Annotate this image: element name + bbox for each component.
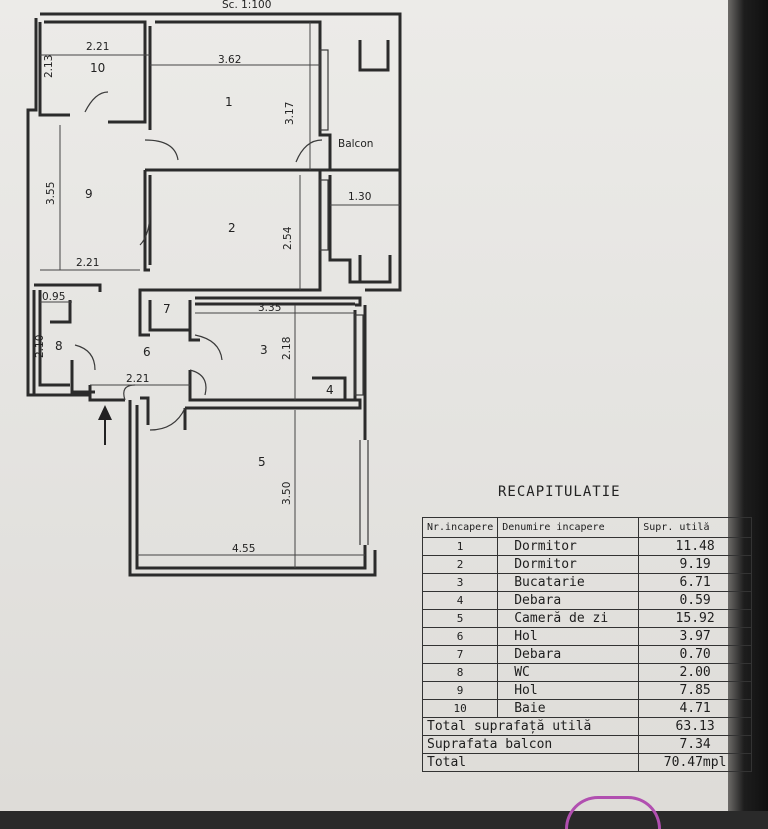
room-area: 4.71 — [638, 699, 752, 718]
room-name: WC — [497, 663, 640, 682]
room-number: 1 — [225, 95, 233, 109]
table-header-row: Nr.incapere Denumire incapere Supr. util… — [421, 517, 752, 538]
scale-label: Sc. 1:100 — [222, 0, 271, 11]
dim-label: 4.55 — [232, 543, 255, 555]
dim-label: 3.35 — [258, 302, 281, 314]
room-name: Debara — [497, 591, 640, 610]
room-nr: 8 — [421, 663, 499, 682]
room-nr: 1 — [421, 537, 499, 556]
dim-label: 2.13 — [43, 55, 55, 78]
dim-label: 1.30 — [348, 191, 371, 203]
total-value: 7.34 — [638, 735, 752, 754]
room-nr: 5 — [421, 609, 499, 628]
room-name: Hol — [497, 627, 640, 646]
room-name: Bucatarie — [497, 573, 640, 592]
total-label: Total — [421, 753, 640, 772]
room-area: 7.85 — [638, 681, 752, 700]
dimension-lines — [40, 22, 400, 568]
room-area: 0.59 — [638, 591, 752, 610]
dim-label: 2.10 — [34, 335, 46, 358]
room-number: 4 — [326, 383, 334, 397]
room-nr: 2 — [421, 555, 499, 574]
entrance-arrow-icon — [98, 405, 112, 445]
dim-label: 2.54 — [282, 226, 294, 250]
room-area: 0.70 — [638, 645, 752, 664]
room-area: 11.48 — [638, 537, 752, 556]
total-value: 63.13 — [638, 717, 752, 736]
room-nr: 10 — [421, 699, 499, 718]
stamp-mark — [565, 796, 661, 829]
dim-label: 2.21 — [86, 41, 109, 53]
dim-label: 3.17 — [284, 102, 296, 125]
room-nr: 4 — [421, 591, 499, 610]
dim-label: 2.21 — [126, 373, 149, 385]
windows — [319, 49, 364, 396]
room-name: Dormitor — [497, 537, 640, 556]
room-number: 2 — [228, 221, 236, 235]
walls — [26, 12, 402, 577]
dim-label: 3.50 — [281, 482, 293, 505]
room-nr: 9 — [421, 681, 499, 700]
total-label: Total suprafață utilă — [421, 717, 640, 736]
header-nr: Nr.incapere — [421, 517, 499, 538]
room-number: 3 — [260, 343, 268, 357]
room-number: 9 — [85, 187, 93, 201]
dim-label: 2.21 — [76, 257, 99, 269]
room-number: 8 — [55, 339, 63, 353]
room-area: 15.92 — [638, 609, 752, 628]
total-label: Suprafata balcon — [421, 735, 640, 754]
room-number: 7 — [163, 302, 171, 316]
room-nr: 3 — [421, 573, 499, 592]
dim-label: 0.95 — [42, 291, 65, 303]
room-nr: 6 — [421, 627, 499, 646]
floor-plan: Sc. 1:100 — [26, 0, 402, 577]
room-number: 10 — [90, 61, 105, 75]
room-name: Dormitor — [497, 555, 640, 574]
balcony-label: Balcon — [338, 138, 373, 150]
dim-label: 2.18 — [281, 337, 293, 360]
room-number: 6 — [143, 345, 151, 359]
recap-table: Nr.incapere Denumire incapere Supr. util… — [421, 517, 752, 772]
room-number: 5 — [258, 455, 266, 469]
dim-label: 3.55 — [45, 182, 57, 205]
dim-label: 3.62 — [218, 54, 241, 66]
header-area: Supr. utilă — [638, 517, 752, 538]
room-area: 6.71 — [638, 573, 752, 592]
room-nr: 7 — [421, 645, 499, 664]
total-value: 70.47mpl — [638, 753, 752, 772]
recap-title: RECAPITULATIE — [498, 484, 621, 500]
room-area: 3.97 — [638, 627, 752, 646]
door-swings — [74, 91, 323, 431]
room-name: Debara — [497, 645, 640, 664]
room-name: Baie — [497, 699, 640, 718]
room-area: 2.00 — [638, 663, 752, 682]
room-name: Hol — [497, 681, 640, 700]
room-name: Cameră de zi — [497, 609, 640, 628]
header-name: Denumire incapere — [497, 517, 640, 538]
room-area: 9.19 — [638, 555, 752, 574]
